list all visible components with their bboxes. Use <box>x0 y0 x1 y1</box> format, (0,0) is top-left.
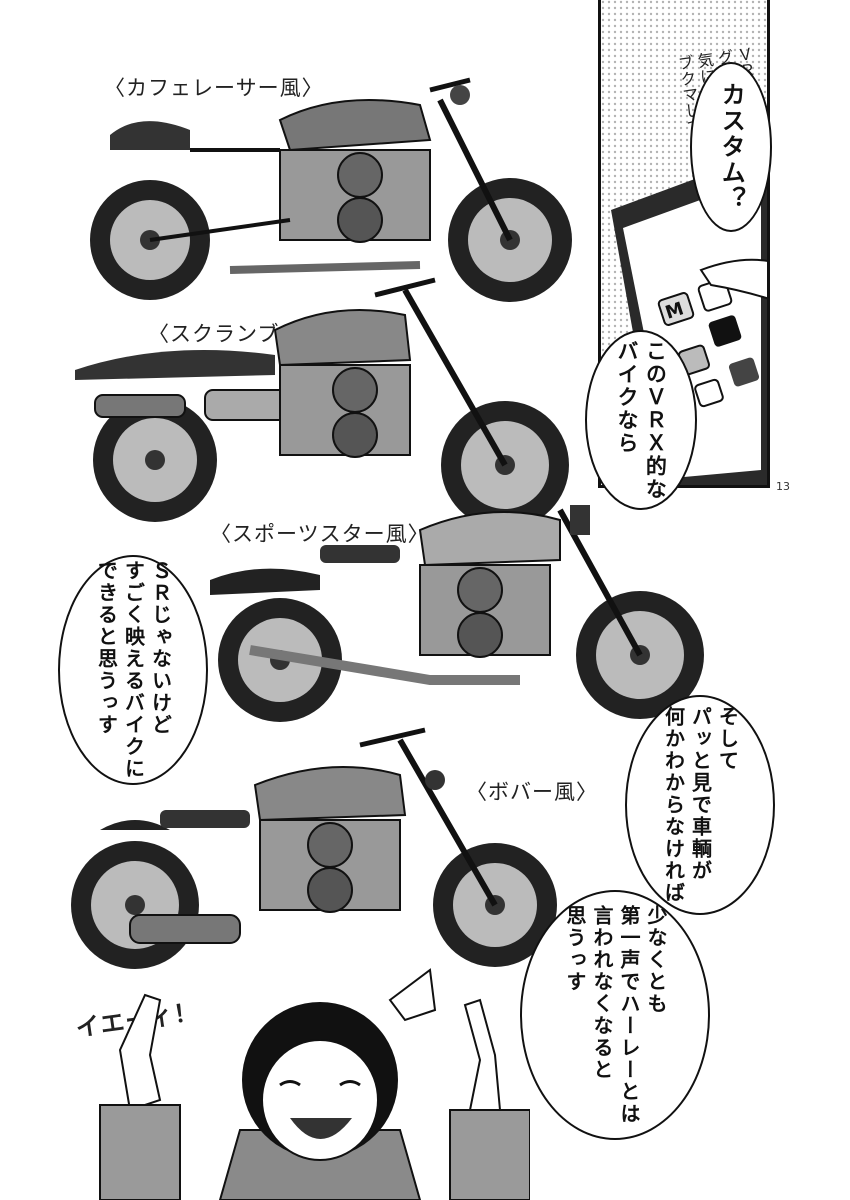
balloon-line: 第一声でハーレーとは <box>617 905 641 1125</box>
balloon-line: すごく映えるバイクに <box>121 560 146 780</box>
speech-balloon-at-least: 少なくとも 第一声でハーレーとは 言われなくなると 思うっす <box>520 890 710 1140</box>
motorcycle-bobber <box>71 727 557 969</box>
speech-balloon-custom: カスタム？ <box>690 62 772 232</box>
balloon-line: できると思うっす <box>94 560 119 736</box>
motorcycle-scrambler <box>75 277 569 529</box>
speech-balloon-sr: ＳＲじゃないけど すごく映えるバイクに できると思うっす <box>58 555 208 785</box>
balloon-line: ＳＲじゃないけど <box>148 560 173 736</box>
balloon-line: カスタム？ <box>717 82 746 212</box>
balloon-line: 思うっす <box>563 905 587 993</box>
svg-text:M: M <box>663 298 687 324</box>
speech-balloon-vrx: このＶＲＸ的な バイクなら <box>585 330 697 510</box>
balloon-line: このＶＲＸ的な <box>643 339 668 501</box>
speech-balloon-and-then: そして パッと見で車輌が 何かわからなければ <box>625 695 775 915</box>
balloon-line: バイクなら <box>615 339 639 455</box>
balloon-line: 言われなくなると <box>590 905 614 1081</box>
motorcycle-sportster <box>210 505 704 722</box>
balloon-line: そして <box>715 706 740 772</box>
label-cafe-racer: 〈カフェレーサー風〉 <box>104 76 324 100</box>
character-girl <box>99 968 530 1200</box>
label-bobber: 〈ボバー風〉 <box>466 780 598 804</box>
balloon-line: 何かわからなければ <box>661 706 686 904</box>
balloon-line: 少なくとも <box>644 905 668 1015</box>
label-sportster: 〈スポーツスター風〉 <box>210 522 430 546</box>
balloon-line: パッと見で車輌が <box>688 706 713 882</box>
page-number: 13 <box>776 480 790 493</box>
motorcycle-cafe-racer <box>90 77 572 302</box>
